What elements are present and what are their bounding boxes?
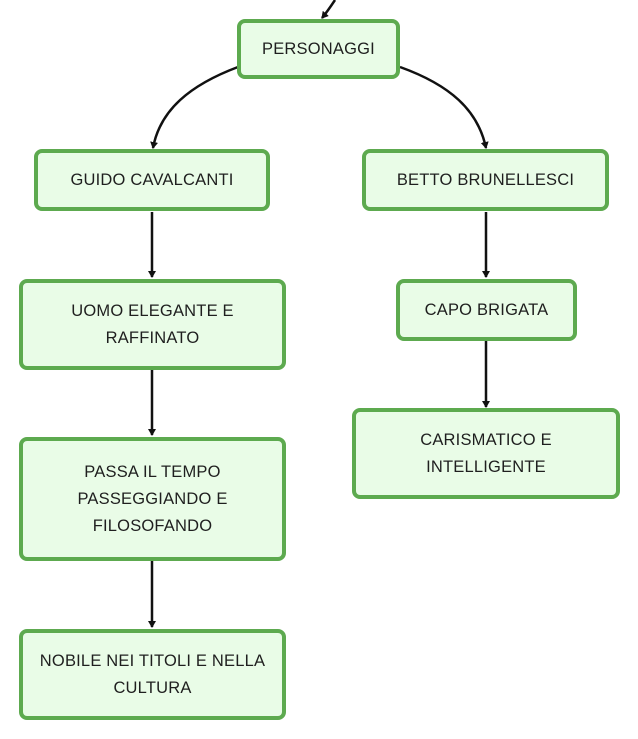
node-betto-brunellesci-label: BETTO BRUNELLESCI bbox=[396, 170, 575, 189]
node-nobile-label: NOBILE NEI TITOLI E NELLA CULTURA bbox=[39, 651, 266, 697]
edge-personaggi-to-guido bbox=[150, 65, 239, 149]
node-passa-il-tempo-label: PASSA IL TEMPO PASSEGGIANDO E FILOSOFAND… bbox=[77, 462, 228, 535]
node-betto-brunellesci[interactable]: BETTO BRUNELLESCI bbox=[362, 149, 609, 211]
node-uomo-elegante-label: UOMO ELEGANTE E RAFFINATO bbox=[71, 301, 234, 347]
edge-parent-to-personaggi bbox=[321, 0, 337, 19]
node-guido-cavalcanti[interactable]: GUIDO CAVALCANTI bbox=[34, 149, 270, 211]
node-personaggi[interactable]: PERSONAGGI bbox=[237, 19, 400, 79]
node-capo-brigata-label: CAPO BRIGATA bbox=[424, 300, 549, 319]
node-capo-brigata[interactable]: CAPO BRIGATA bbox=[396, 279, 577, 341]
node-guido-cavalcanti-label: GUIDO CAVALCANTI bbox=[70, 170, 234, 189]
node-personaggi-label: PERSONAGGI bbox=[262, 39, 375, 58]
node-uomo-elegante[interactable]: UOMO ELEGANTE E RAFFINATO bbox=[19, 279, 286, 370]
node-carismatico-label: CARISMATICO E INTELLIGENTE bbox=[420, 430, 552, 476]
edge-personaggi-to-betto bbox=[399, 65, 489, 149]
node-nobile[interactable]: NOBILE NEI TITOLI E NELLA CULTURA bbox=[19, 629, 286, 720]
node-carismatico[interactable]: CARISMATICO E INTELLIGENTE bbox=[352, 408, 620, 499]
node-passa-il-tempo[interactable]: PASSA IL TEMPO PASSEGGIANDO E FILOSOFAND… bbox=[19, 437, 286, 561]
